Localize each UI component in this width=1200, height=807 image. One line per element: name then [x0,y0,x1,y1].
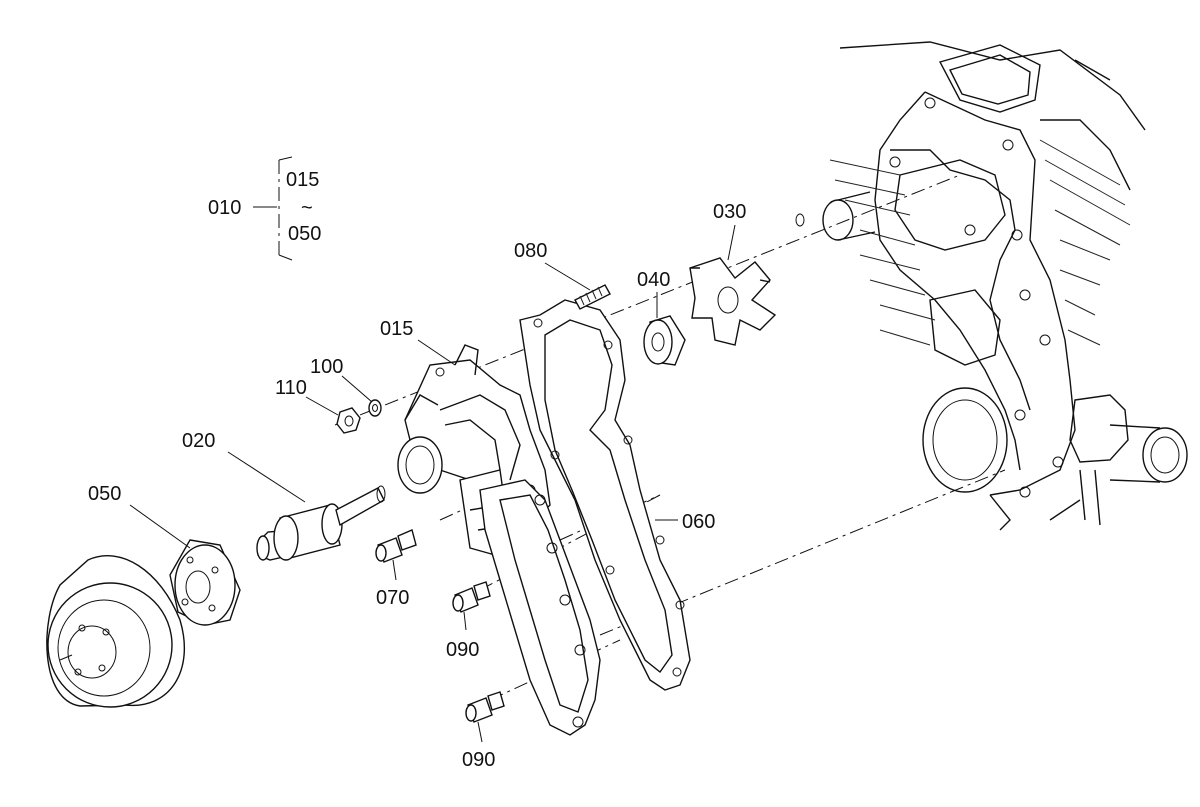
leader-lines [129,224,736,743]
engine-block [795,41,1188,531]
part-rear-plate [479,479,601,736]
label-090-upper: 090 [446,639,479,661]
group-range-end: 050 [288,223,321,245]
part-bolt-090-lower [465,691,505,723]
part-nut [336,407,361,434]
label-080: 080 [514,240,547,262]
part-bolt-070 [375,529,417,563]
label-020: 020 [182,430,215,452]
label-050: 050 [88,483,121,505]
group-range-start: 015 [286,169,319,191]
label-100: 100 [310,356,343,378]
part-labels: 015 020 030 040 050 060 070 080 090 090 … [88,201,746,771]
part-shaft-bearing [256,485,386,561]
label-090-lower: 090 [462,749,495,771]
part-pulley [46,555,185,708]
label-030: 030 [713,201,746,223]
group-range-sep: ~ [301,197,313,219]
part-gasket [519,299,691,691]
group-code: 010 [208,197,241,219]
part-seal [643,315,686,366]
label-060: 060 [682,511,715,533]
part-bolt-090-upper [452,581,491,613]
label-070: 070 [376,587,409,609]
part-washer [368,399,382,417]
part-impeller [689,257,777,346]
part-flange [169,539,241,626]
group-bracket: 010 015 ~ 050 [208,156,321,261]
label-040: 040 [637,269,670,291]
label-015: 015 [380,318,413,340]
part-stud [574,284,611,310]
label-110: 110 [275,377,307,399]
